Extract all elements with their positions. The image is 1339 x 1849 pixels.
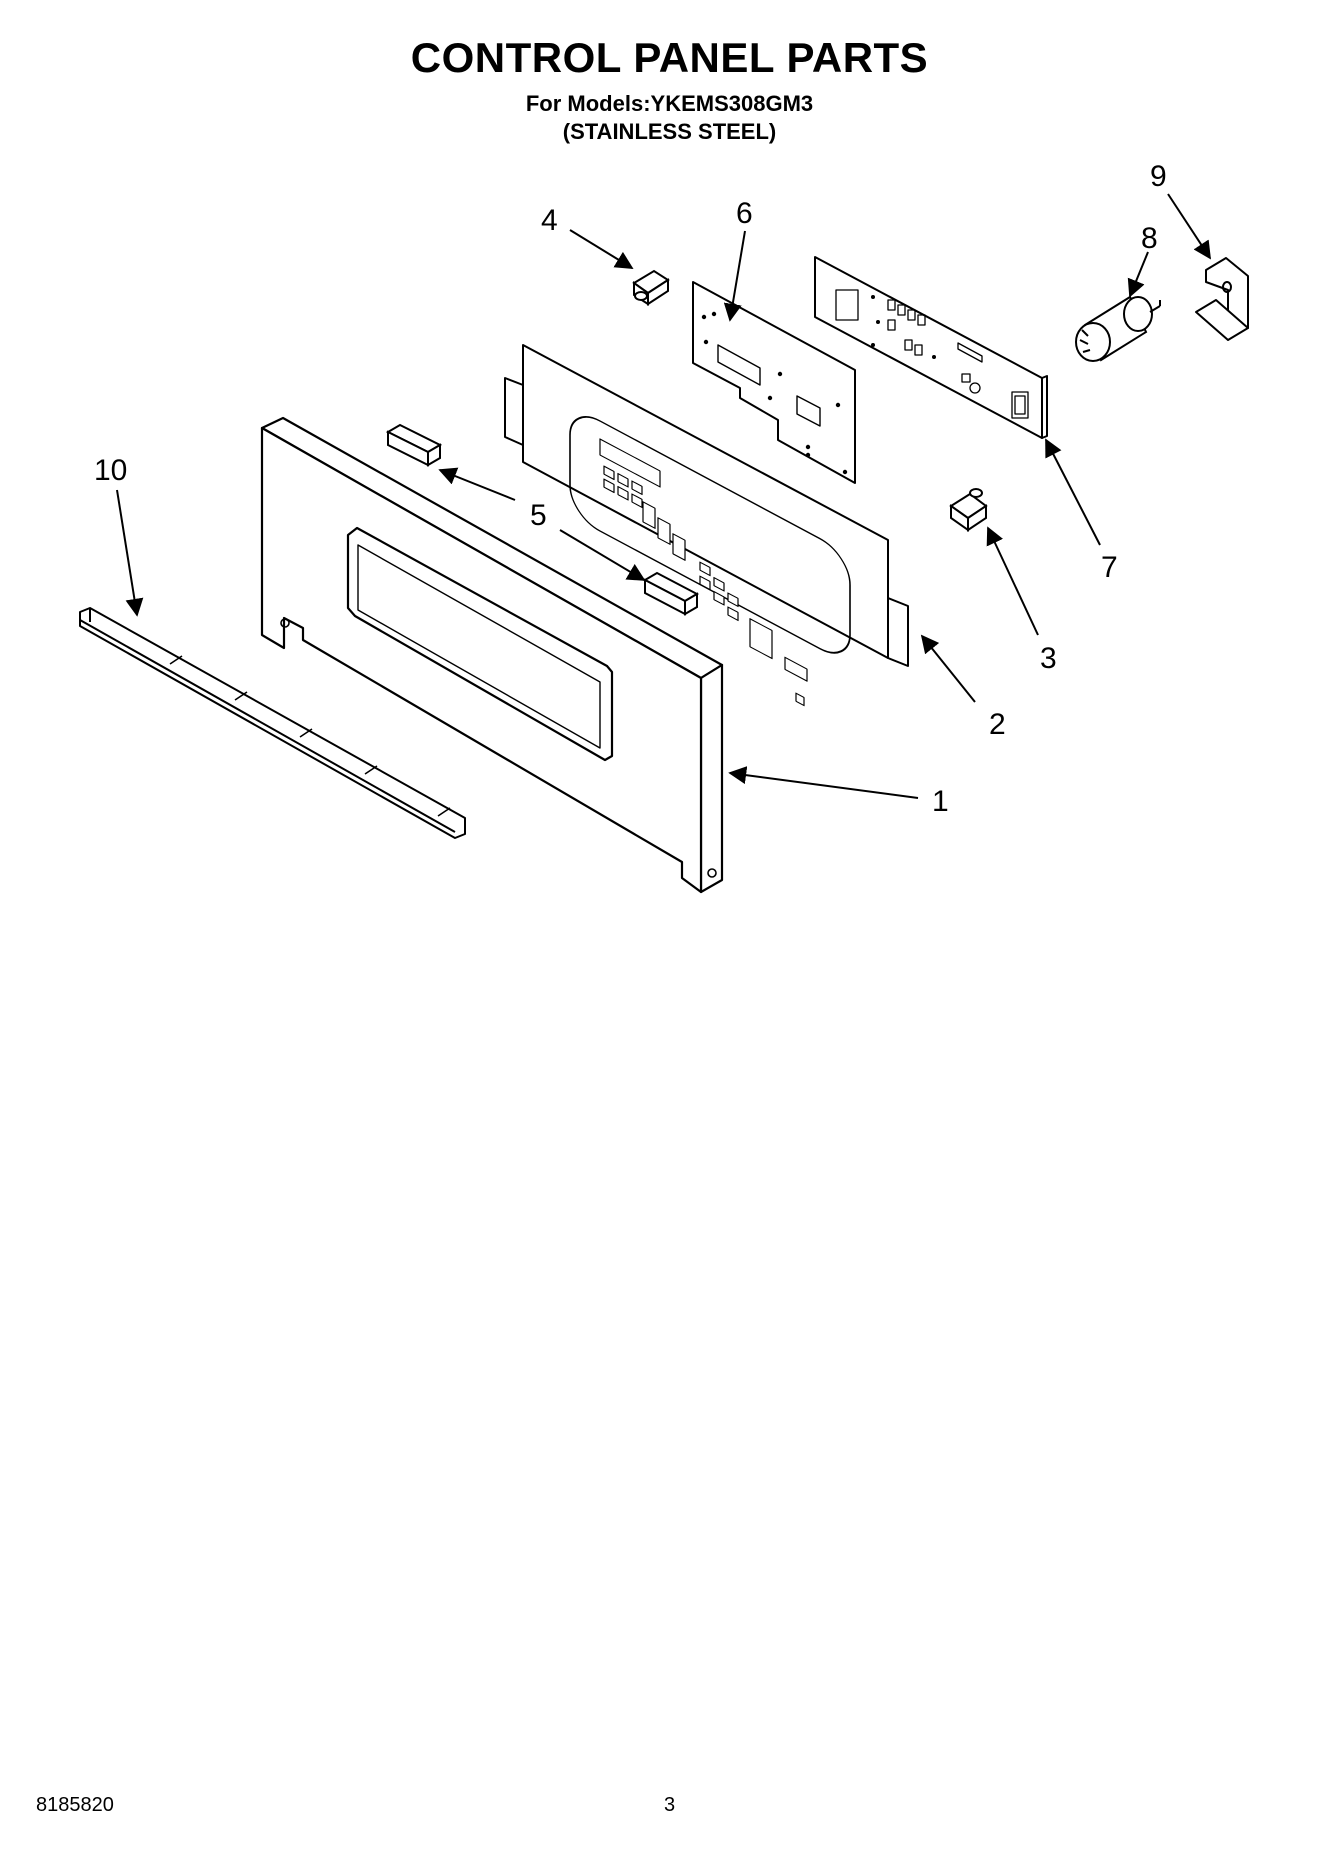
callout-1: 1 <box>932 785 949 818</box>
part-2-control-panel <box>504 344 909 707</box>
models-line: For Models:YKEMS308GM3 <box>525 91 814 116</box>
part-8-capacitor <box>1075 295 1161 362</box>
arrow-to-part-9 <box>1167 193 1211 260</box>
arrow-to-part-4 <box>569 229 634 269</box>
arrow-to-part-2 <box>920 634 976 703</box>
callout-9: 9 <box>1150 160 1167 193</box>
part-9-mounting-bracket <box>1195 257 1249 341</box>
finish-line: (STAINLESS STEEL) <box>562 119 777 144</box>
leader-arrows <box>116 193 1211 799</box>
callout-2: 2 <box>989 708 1006 741</box>
part-5-bracket-left <box>385 423 443 467</box>
callout-7: 7 <box>1101 551 1118 584</box>
arrow-to-part-5-left <box>438 467 516 501</box>
callout-labels: 1 2 3 4 5 6 7 8 9 10 <box>94 160 1167 818</box>
part-7-control-board <box>814 256 1048 439</box>
arrow-to-part-10 <box>116 489 144 617</box>
arrow-to-part-3 <box>986 526 1039 636</box>
arrow-to-part-6 <box>723 230 746 322</box>
part-10-trim-strip <box>79 607 466 839</box>
callout-3: 3 <box>1040 642 1057 675</box>
part-3-standoff <box>949 488 988 532</box>
page-number: 3 <box>663 1794 676 1816</box>
callout-5: 5 <box>530 499 547 532</box>
arrow-to-part-5-right <box>559 529 646 581</box>
part-4-spacer <box>632 269 670 306</box>
part-1-control-panel-frame <box>260 416 724 894</box>
arrow-to-part-7 <box>1045 438 1101 546</box>
callout-6: 6 <box>736 197 753 230</box>
document-number: 8185820 <box>36 1794 114 1816</box>
arrow-to-part-8 <box>1127 251 1149 298</box>
callout-10: 10 <box>94 454 127 487</box>
arrow-to-part-1 <box>728 766 919 799</box>
callout-8: 8 <box>1141 222 1158 255</box>
page-title: CONTROL PANEL PARTS <box>410 34 929 81</box>
part-5-bracket-right <box>642 571 700 616</box>
part-6-display-board <box>692 281 856 484</box>
callout-4: 4 <box>541 204 558 237</box>
